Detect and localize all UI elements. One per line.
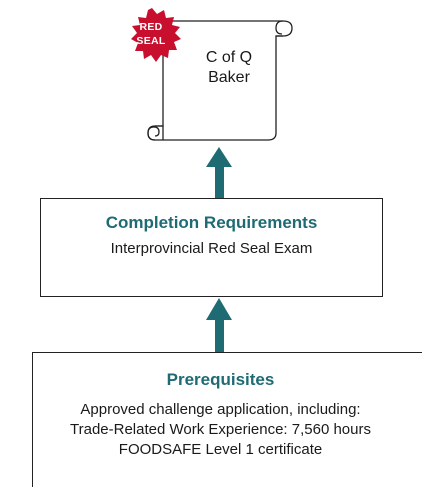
prerequisite-line: FOODSAFE Level 1 certificate (118, 441, 323, 458)
certificate-line-2: Baker (208, 69, 250, 86)
seal-line-1: RED (139, 21, 163, 33)
completion-line: Interprovincial Red Seal Exam (110, 240, 313, 257)
certificate-scroll (147, 20, 293, 141)
red-seal-label: RED SEAL (127, 20, 175, 48)
certificate-text: C of Q Baker (189, 48, 269, 88)
arrow-up-2 (206, 298, 232, 352)
red-seal-badge (131, 8, 181, 62)
prerequisite-line: Trade-Related Work Experience: 7,560 hou… (70, 421, 371, 438)
completion-requirements-box: Completion Requirements Interprovincial … (40, 198, 383, 297)
arrow-up-1 (206, 147, 232, 198)
prerequisite-line: Approved challenge application, includin… (80, 401, 361, 418)
seal-line-2: SEAL (136, 35, 166, 47)
prerequisites-title: Prerequisites (166, 370, 275, 389)
prerequisites-box: Prerequisites Approved challenge applica… (32, 352, 422, 487)
completion-title: Completion Requirements (105, 213, 318, 232)
certificate-line-1: C of Q (205, 49, 253, 66)
